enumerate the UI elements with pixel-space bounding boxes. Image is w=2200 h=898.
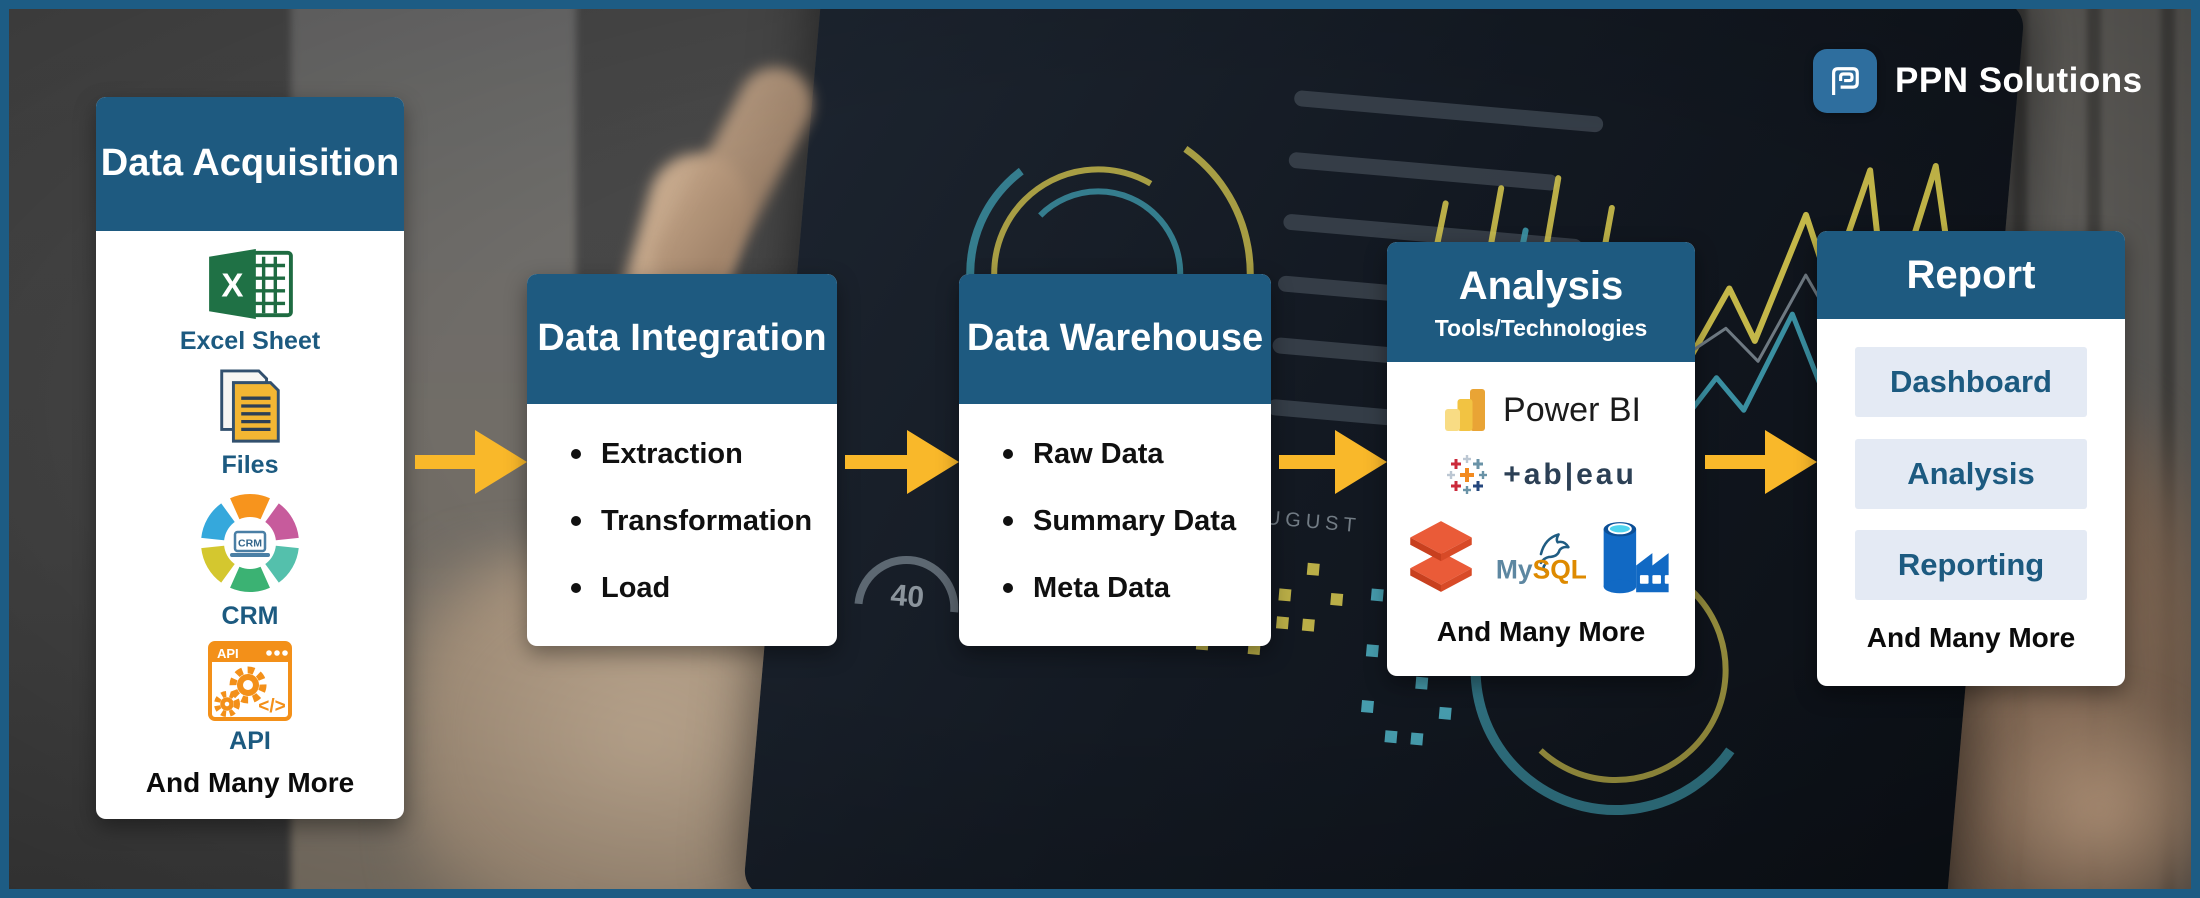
- tablet-gauge-value: 40: [889, 579, 925, 615]
- bullet-item: Extraction: [571, 438, 827, 471]
- card-header: Report: [1817, 231, 2125, 319]
- flow-arrow-icon: [1705, 430, 1817, 494]
- databricks-icon: [1410, 521, 1472, 593]
- bullet-dot: [571, 449, 581, 459]
- bullet-dot: [571, 516, 581, 526]
- arrow-head: [1765, 430, 1817, 494]
- source-api: API </> API: [208, 641, 292, 756]
- bullet-dot: [1003, 583, 1013, 593]
- card-header: Data Warehouse: [959, 274, 1271, 404]
- card-body: Dashboard Analysis Reporting And Many Mo…: [1817, 319, 2125, 686]
- crm-icon: CRM: [201, 494, 299, 592]
- stage-card-analysis: Analysis Tools/Technologies Power BI: [1387, 242, 1695, 676]
- tool-powerbi: Power BI: [1441, 386, 1641, 434]
- source-files: Files: [213, 367, 287, 480]
- bullet-label: Meta Data: [1033, 571, 1170, 604]
- arrow-shaft: [415, 455, 477, 469]
- arrow-shaft: [1279, 455, 1337, 469]
- tableau-icon: [1447, 454, 1488, 494]
- bullet-item: Load: [571, 572, 827, 605]
- background-thumb: [1969, 689, 2191, 889]
- bullet-label: Load: [601, 571, 671, 604]
- source-label: CRM: [221, 601, 279, 630]
- card-header: Data Acquisition: [96, 97, 404, 231]
- arrow-head: [907, 430, 959, 494]
- ppn-glyph: [1832, 67, 1859, 95]
- flow-arrow-icon: [415, 430, 527, 494]
- bullet-label: Extraction: [601, 437, 743, 470]
- source-crm: CRM CRM: [197, 490, 303, 631]
- mysql-sql: SQL: [1533, 555, 1586, 585]
- arrow-head: [475, 430, 527, 494]
- bullet-item: Transformation: [571, 505, 827, 538]
- card-body: Raw Data Summary Data Meta Data: [959, 404, 1271, 646]
- bullet-item: Raw Data: [1003, 438, 1261, 471]
- card-body: Extraction Transformation Load: [527, 404, 837, 646]
- source-label: API: [229, 727, 271, 756]
- bullet-dot: [1003, 449, 1013, 459]
- bullet-dot: [1003, 516, 1013, 526]
- crm-center-label: CRM: [238, 537, 262, 549]
- brand-name: PPN Solutions: [1895, 61, 2143, 100]
- background-finger: [642, 54, 826, 310]
- card-title: Data Integration: [537, 317, 827, 360]
- report-box-reporting: Reporting: [1855, 530, 2087, 601]
- bullet-label: Transformation: [601, 504, 813, 537]
- tableau-wordmark: +ab|eau: [1503, 457, 1637, 491]
- mysql-my: My: [1496, 555, 1533, 585]
- api-header-label: API: [217, 646, 239, 661]
- source-label: Files: [221, 450, 279, 479]
- card-title: Data Warehouse: [966, 317, 1264, 360]
- card-title: Analysis: [1458, 264, 1624, 309]
- card-body: Power BI +ab|eau: [1387, 362, 1695, 676]
- and-many-more: And Many More: [145, 766, 355, 798]
- brand: PPN Solutions: [1813, 49, 2143, 113]
- tool-tableau: +ab|eau: [1445, 453, 1637, 497]
- mysql-icon: MySQL: [1496, 533, 1586, 585]
- source-label: Excel Sheet: [179, 327, 321, 356]
- card-title: Data Acquisition: [100, 142, 400, 185]
- powerbi-icon: [1445, 389, 1486, 432]
- report-box-dashboard: Dashboard: [1855, 346, 2087, 417]
- card-title: Report: [1906, 253, 2036, 297]
- stage-card-data-acquisition: Data Acquisition X Excel Sheet Files: [96, 97, 404, 819]
- flow-arrow-icon: [845, 430, 959, 494]
- card-header: Data Integration: [527, 274, 837, 404]
- stage-card-data-integration: Data Integration Extraction Transformati…: [527, 274, 837, 646]
- api-code-glyph: </>: [258, 696, 285, 717]
- stage-card-data-warehouse: Data Warehouse Raw Data Summary Data Met…: [959, 274, 1271, 646]
- card-subtitle: Tools/Technologies: [1434, 315, 1648, 342]
- bullet-label: Raw Data: [1033, 437, 1164, 470]
- bullet-item: Summary Data: [1003, 505, 1261, 538]
- card-body: X Excel Sheet Files: [96, 231, 404, 819]
- flow-arrow-icon: [1279, 430, 1387, 494]
- powerbi-label: Power BI: [1503, 390, 1641, 429]
- arrow-shaft: [1705, 455, 1767, 469]
- and-many-more: And Many More: [1866, 622, 2076, 654]
- bullet-item: Meta Data: [1003, 572, 1261, 605]
- card-header: Analysis Tools/Technologies: [1387, 242, 1695, 362]
- source-excel: X Excel Sheet: [180, 247, 320, 356]
- bullet-label: Summary Data: [1033, 504, 1237, 537]
- ppn-logo-icon: [1813, 49, 1877, 113]
- excel-icon: X: [209, 249, 293, 320]
- bullet-dot: [571, 583, 581, 593]
- svg-text:MySQL: MySQL: [1496, 555, 1586, 585]
- arrow-shaft: [845, 455, 909, 469]
- tool-logos-row: MySQL: [1400, 515, 1682, 597]
- api-icon: API </>: [208, 641, 292, 722]
- report-box-analysis: Analysis: [1855, 438, 2087, 509]
- azure-factory-icon: [1603, 522, 1674, 594]
- excel-x-letter: X: [221, 268, 243, 305]
- arrow-head: [1335, 430, 1387, 494]
- and-many-more: And Many More: [1436, 615, 1646, 647]
- stage-card-report: Report Dashboard Analysis Reporting And …: [1817, 231, 2125, 686]
- files-icon: [220, 369, 280, 443]
